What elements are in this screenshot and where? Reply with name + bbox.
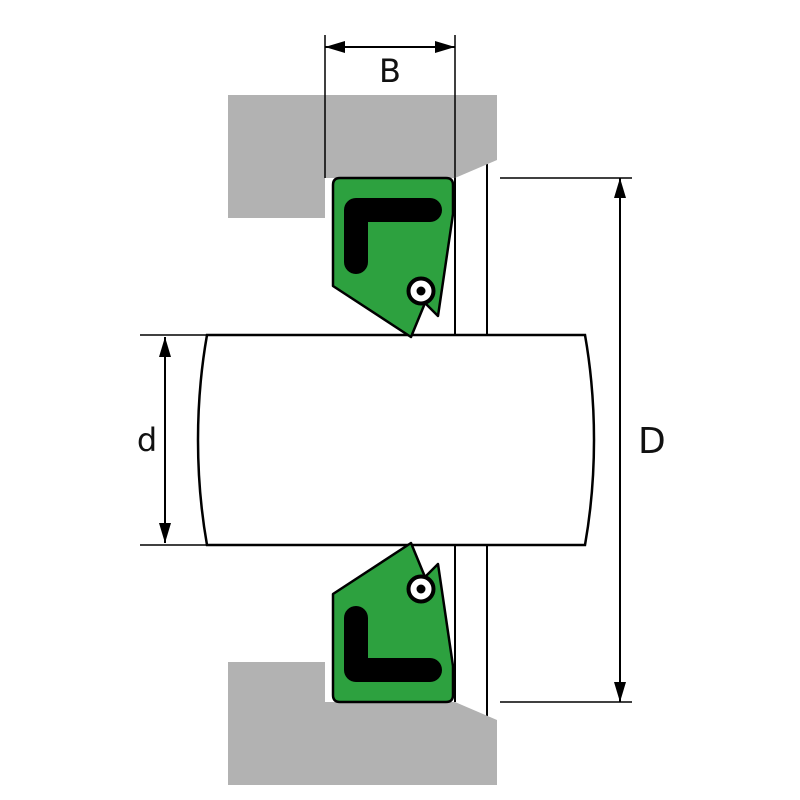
housing-block-bottom-group bbox=[228, 662, 497, 785]
arrowhead-outer-d-top bbox=[614, 178, 626, 198]
seal-metal-case-bottom bbox=[344, 606, 442, 682]
garter-spring-center-top bbox=[416, 286, 426, 296]
arrowhead-d-bottom bbox=[159, 523, 171, 543]
housing-block-bottom bbox=[228, 662, 497, 785]
seal-metal-case-top bbox=[344, 198, 442, 274]
shaft bbox=[196, 333, 596, 547]
dimension-d: d bbox=[137, 334, 206, 546]
dimension-outer-d: D bbox=[500, 177, 666, 703]
arrowhead-b-right bbox=[435, 41, 455, 53]
garter-spring-center-bottom bbox=[416, 584, 426, 594]
arrowhead-outer-d-bottom bbox=[614, 682, 626, 702]
arrowhead-d-top bbox=[159, 337, 171, 357]
seal-bottom bbox=[331, 541, 455, 704]
seal-top bbox=[331, 176, 455, 339]
dimension-b: B bbox=[324, 35, 456, 178]
arrowhead-b-left bbox=[325, 41, 345, 53]
dimension-label-b: B bbox=[379, 52, 401, 90]
dimension-label-d: d bbox=[137, 421, 157, 459]
housing-block-top bbox=[228, 95, 497, 218]
dimension-label-outer-d: D bbox=[638, 421, 666, 462]
